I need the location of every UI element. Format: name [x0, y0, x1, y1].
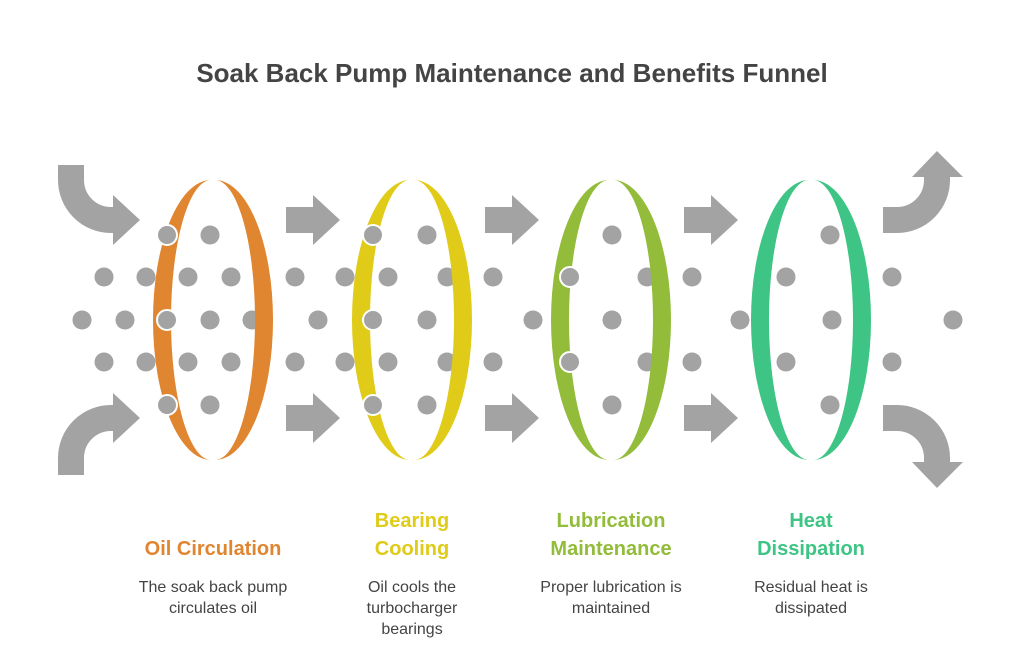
particle-dot	[417, 225, 437, 245]
particle-dot	[483, 352, 503, 372]
stage-title-line: Heat	[789, 510, 833, 532]
particle-dot	[308, 310, 328, 330]
stage-description: Oil cools the turbocharger bearings	[322, 577, 502, 640]
filter-ring-1	[153, 180, 273, 460]
particle-dot	[94, 352, 114, 372]
particle-dot	[156, 224, 178, 246]
stage-description-line: maintained	[571, 600, 651, 617]
stage-description-line: circulates oil	[168, 600, 258, 617]
stage-title-line: Oil Circulation	[144, 538, 282, 560]
stage-description: The soak back pump circulates oil	[123, 577, 303, 619]
particle-dot	[776, 267, 796, 287]
particle-dot	[602, 395, 622, 415]
particle-dot	[178, 267, 198, 287]
particle-dot	[335, 267, 355, 287]
particle-dot	[94, 267, 114, 287]
particle-dot	[335, 352, 355, 372]
particle-dot	[602, 225, 622, 245]
stage-description-line: The soak back pump	[138, 579, 288, 596]
particle-dot	[200, 225, 220, 245]
stage-description-line: turbocharger	[366, 600, 458, 617]
particle-dot	[362, 394, 384, 416]
curved-arrow-in-icon	[58, 165, 140, 245]
particle-dot	[156, 309, 178, 331]
particle-dot	[221, 267, 241, 287]
particle-dot	[682, 352, 702, 372]
particle-dot	[136, 267, 156, 287]
arrow-right-icon	[684, 393, 738, 443]
particle-dot	[72, 310, 92, 330]
stage-title-line: Maintenance	[550, 538, 672, 560]
arrow-right-icon	[485, 195, 539, 245]
diagram-title: Soak Back Pump Maintenance and Benefits …	[196, 58, 828, 88]
particle-dot	[378, 352, 398, 372]
filter-ring-2	[352, 180, 472, 460]
stage-description-line: Residual heat is	[754, 579, 868, 596]
filter-ring-3	[551, 180, 671, 460]
stage-title-line: Dissipation	[757, 538, 865, 560]
stage-description-line: bearings	[381, 621, 443, 638]
particle-dot	[378, 267, 398, 287]
particle-dot	[362, 309, 384, 331]
stage-title-line: Bearing	[374, 510, 450, 532]
arrow-right-icon	[485, 393, 539, 443]
stage-description-line: Proper lubrication is	[540, 579, 682, 596]
stage-description-line: dissipated	[774, 600, 848, 617]
particle-dot	[221, 352, 241, 372]
particle-dot	[417, 395, 437, 415]
particle-dot	[559, 351, 581, 373]
particle-dot	[602, 310, 622, 330]
curved-arrow-in-icon	[58, 393, 140, 475]
arrow-right-icon	[684, 195, 738, 245]
particle-dot	[820, 225, 840, 245]
arrow-right-icon	[286, 195, 340, 245]
particle-dot	[178, 352, 198, 372]
particle-dot	[417, 310, 437, 330]
particle-dot	[483, 267, 503, 287]
particle-dot	[882, 267, 902, 287]
particle-dot	[523, 310, 543, 330]
stage-description: Proper lubrication is maintained	[521, 577, 701, 619]
particle-dot	[200, 395, 220, 415]
particle-dot	[200, 310, 220, 330]
particle-dot	[682, 267, 702, 287]
particle-dot	[285, 267, 305, 287]
stage-title: Oil Circulation	[123, 535, 303, 563]
particle-dot	[285, 352, 305, 372]
particle-dot	[362, 224, 384, 246]
stage-title-line: Cooling	[374, 538, 450, 560]
particle-dot	[882, 352, 902, 372]
curved-arrow-out-icon	[883, 405, 963, 488]
particle-dot	[822, 310, 842, 330]
stage-description-line: Oil cools the	[367, 579, 457, 596]
particle-dot	[559, 266, 581, 288]
particle-dot	[115, 310, 135, 330]
arrow-right-icon	[286, 393, 340, 443]
curved-arrow-out-icon	[883, 151, 963, 233]
particle-dot	[776, 352, 796, 372]
particle-dot	[820, 395, 840, 415]
stage-title-line: Lubrication	[556, 510, 666, 532]
particle-dot	[943, 310, 963, 330]
stage-description: Residual heat is dissipated	[721, 577, 901, 619]
particle-dot	[156, 394, 178, 416]
filter-ring-4	[751, 180, 871, 460]
particle-dot	[136, 352, 156, 372]
particle-dot	[730, 310, 750, 330]
